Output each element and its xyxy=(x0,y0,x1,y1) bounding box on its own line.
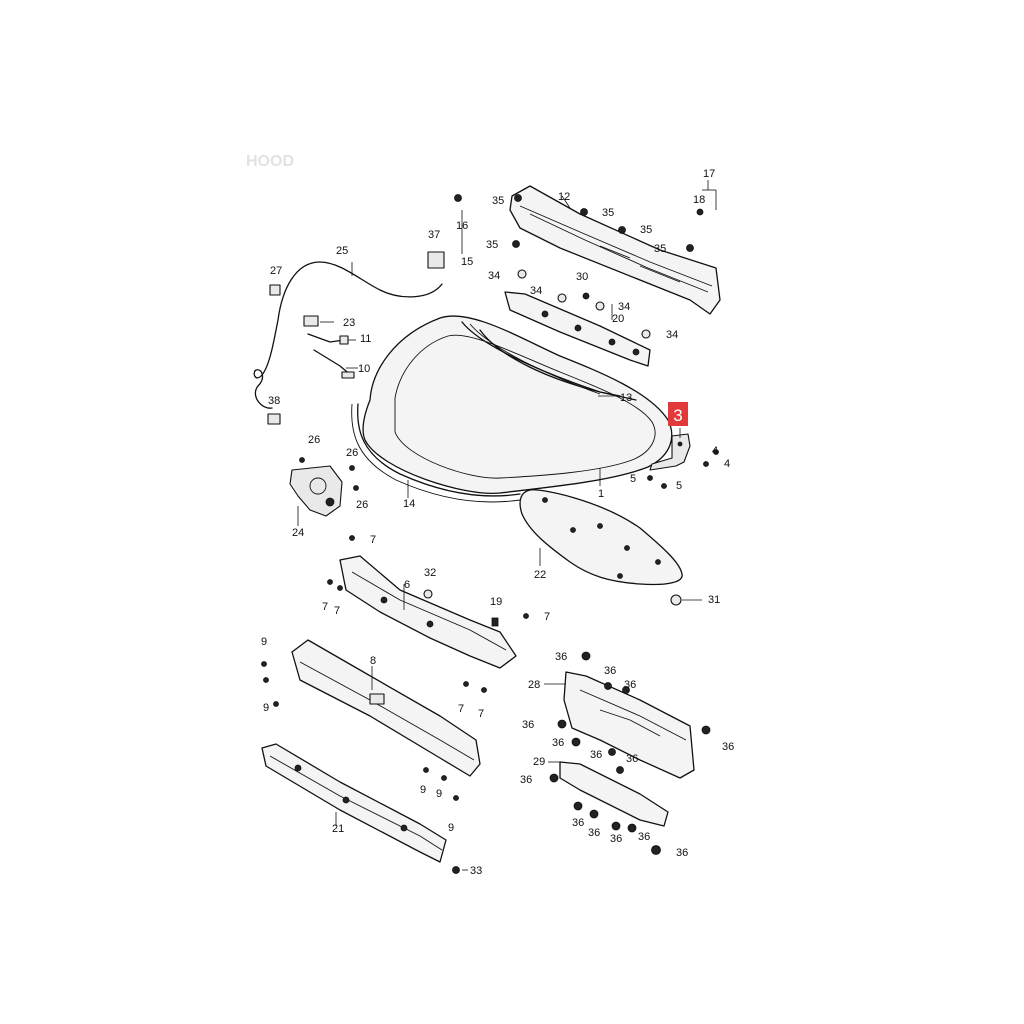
highlight-label: 3 xyxy=(673,406,682,425)
callout-29: 29 xyxy=(533,756,545,768)
part-cowl-top-panel xyxy=(509,185,721,315)
callout-9: 9 xyxy=(448,822,454,834)
callout-24: 24 xyxy=(292,527,304,539)
part-air-guide xyxy=(563,671,695,779)
part-bracket-23 xyxy=(303,315,319,327)
callout-23: 23 xyxy=(343,317,355,329)
callout-34: 34 xyxy=(530,285,542,297)
callout-28: 28 xyxy=(528,679,540,691)
callout-36: 36 xyxy=(624,679,636,691)
callout-18: 18 xyxy=(693,194,705,206)
callout-34: 34 xyxy=(666,329,678,341)
callout-4: 4 xyxy=(724,458,730,470)
part-front-crossmember-lower xyxy=(261,743,447,863)
callout-26: 26 xyxy=(346,447,358,459)
part-front-crossmember-upper xyxy=(291,639,481,777)
part-hood-seal-rear xyxy=(479,329,621,397)
callout-9: 9 xyxy=(261,636,267,648)
callout-36: 36 xyxy=(590,749,602,761)
callout-37: 37 xyxy=(428,229,440,241)
callout-36: 36 xyxy=(604,665,616,677)
callout-33: 33 xyxy=(470,865,482,877)
part-handle-37 xyxy=(427,251,445,269)
callout-35: 35 xyxy=(602,207,614,219)
callout-36: 36 xyxy=(676,847,688,859)
callout-26: 26 xyxy=(308,434,320,446)
callout-36: 36 xyxy=(552,737,564,749)
callout-11: 11 xyxy=(360,333,371,345)
callout-8: 8 xyxy=(370,655,376,667)
callout-34: 34 xyxy=(488,270,500,282)
callout-12: 12 xyxy=(558,191,570,203)
callout-36: 36 xyxy=(626,753,638,765)
callout-7: 7 xyxy=(478,708,484,720)
callout-35: 35 xyxy=(654,243,666,255)
part-hood-front-molding xyxy=(357,403,521,497)
callout-36: 36 xyxy=(722,741,734,753)
callout-36: 36 xyxy=(572,817,584,829)
callout-labels: 1 4 4 5 5 6 7 7 7 7 7 7 8 9 9 9 9 9 10 1… xyxy=(261,168,734,877)
part-clip-38 xyxy=(267,413,281,425)
callout-9: 9 xyxy=(436,788,442,800)
fasteners xyxy=(261,194,711,874)
part-prop-rod-holder-11 xyxy=(307,333,345,343)
callout-13: 13 xyxy=(620,392,632,404)
callout-7: 7 xyxy=(544,611,550,623)
callout-7: 7 xyxy=(322,601,328,613)
part-cable-clip-27 xyxy=(269,284,281,296)
part-clip-19 xyxy=(491,617,499,627)
callout-7: 7 xyxy=(370,534,376,546)
callout-36: 36 xyxy=(638,831,650,843)
callout-14: 14 xyxy=(403,498,415,510)
callout-34: 34 xyxy=(618,301,630,313)
part-clip-32 xyxy=(423,589,433,599)
part-hood-hinge xyxy=(649,433,691,471)
callout-9: 9 xyxy=(263,702,269,714)
watermark-text: HOOD xyxy=(246,153,294,170)
callout-15: 15 xyxy=(461,256,473,268)
callout-25: 25 xyxy=(336,245,348,257)
callout-35: 35 xyxy=(486,239,498,251)
part-clip-31 xyxy=(670,594,682,606)
callout-19: 19 xyxy=(490,596,502,608)
callout-21: 21 xyxy=(332,823,344,835)
callout-35: 35 xyxy=(492,195,504,207)
callout-9: 9 xyxy=(420,784,426,796)
callout-7: 7 xyxy=(334,605,340,617)
callout-4: 4 xyxy=(712,445,718,457)
callout-38: 38 xyxy=(268,395,280,407)
leader-lines xyxy=(297,180,717,871)
callout-36: 36 xyxy=(555,651,567,663)
callout-36: 36 xyxy=(522,719,534,731)
callout-17: 17 xyxy=(703,168,715,180)
part-hood-insulator xyxy=(519,489,683,586)
callout-20: 20 xyxy=(612,313,624,325)
callout-6: 6 xyxy=(404,579,410,591)
callout-36: 36 xyxy=(610,833,622,845)
callout-1: 1 xyxy=(598,488,604,500)
part-hood-release-cable xyxy=(253,261,443,409)
callout-5: 5 xyxy=(676,480,682,492)
callout-22: 22 xyxy=(534,569,546,581)
part-air-guide-lower xyxy=(559,761,669,827)
callout-27: 27 xyxy=(270,265,282,277)
highlight-marker xyxy=(668,402,688,426)
callout-36: 36 xyxy=(588,827,600,839)
callout-16: 16 xyxy=(456,220,468,232)
callout-26: 26 xyxy=(356,499,368,511)
callout-5: 5 xyxy=(630,473,636,485)
callout-36: 36 xyxy=(520,774,532,786)
part-radiator-support-upper xyxy=(339,555,517,669)
callout-10: 10 xyxy=(358,363,370,375)
callout-31: 31 xyxy=(708,594,720,606)
callout-7: 7 xyxy=(458,703,464,715)
callout-32: 32 xyxy=(424,567,436,579)
callout-30: 30 xyxy=(576,271,588,283)
callout-35: 35 xyxy=(640,224,652,236)
part-hood-latch xyxy=(289,465,343,517)
